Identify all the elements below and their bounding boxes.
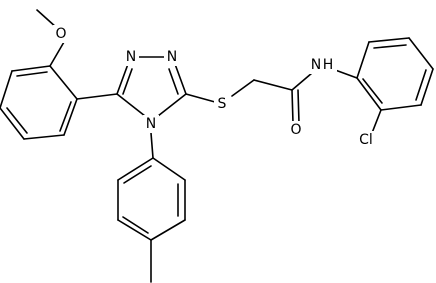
- bond-mp-inner-2: [6, 107, 28, 134]
- atom-label-n2: N: [167, 49, 177, 65]
- bond-tz-c5-n1-double: [122, 68, 133, 95]
- bond-s-ch2: [231, 79, 255, 97]
- bond-c-o: [291, 89, 294, 124]
- atom-chlorine: Cl: [355, 131, 377, 149]
- bond-tz-n2-c3: [174, 63, 187, 95]
- atom-label-cl: Cl: [359, 132, 373, 148]
- bond-c-n: [291, 72, 313, 91]
- bond-tol-3: [150, 219, 186, 241]
- atom-label-o-carbonyl: O: [290, 122, 301, 138]
- bond-cp-1: [356, 41, 370, 79]
- atom-label-n-amide: N: [311, 57, 321, 73]
- bond-cp-5: [380, 104, 422, 111]
- bond-mp-inner-3: [16, 71, 48, 77]
- bond-cp-4: [420, 68, 434, 106]
- atom-label-o-methoxy: O: [55, 26, 66, 42]
- bond-cp-2: [368, 37, 410, 43]
- bond-c-o-double: [297, 89, 300, 124]
- bond-tz-c5-n1: [116, 63, 129, 95]
- atom-triazole-n1: N: [123, 48, 139, 66]
- atom-carbonyl-oxygen: O: [288, 121, 304, 139]
- bond-mp-3: [23, 134, 65, 140]
- bond-tol-6: [117, 157, 154, 181]
- atom-label-n1: N: [126, 49, 136, 65]
- bond-tz-c3-n4: [157, 93, 187, 117]
- atom-triazole-n2: N: [164, 48, 180, 66]
- bond-tol-4: [117, 219, 152, 241]
- bond-cp-6: [356, 77, 382, 111]
- bond-n4-tolyl: [150, 132, 154, 159]
- atom-label-s: S: [218, 96, 227, 112]
- atom-triazole-n4: N: [143, 115, 159, 133]
- bond-mp-5: [0, 70, 13, 109]
- bond-tol-inner-3: [123, 165, 152, 184]
- bond-cp-inner-2: [415, 69, 427, 101]
- bond-cp-cl: [371, 109, 382, 134]
- bond-o-aryl: [49, 41, 65, 67]
- bond-mp-4: [0, 107, 25, 140]
- bond-mp-2: [63, 98, 78, 136]
- bond-tol-inner-2: [122, 216, 149, 234]
- bond-c3-s: [185, 93, 216, 103]
- bond-tol-1: [152, 157, 186, 181]
- atom-label-n4: N: [146, 116, 156, 132]
- bond-cp-inner-3: [362, 78, 383, 104]
- atom-labels: O N N N S N H O Cl: [53, 25, 377, 149]
- atom-amide-nh: N H: [309, 56, 337, 74]
- bond-aryl-triazole: [76, 93, 118, 100]
- bond-tz-n2-c3-double: [168, 68, 179, 95]
- atom-methoxy-oxygen: O: [53, 25, 69, 43]
- bonds: [0, 9, 434, 283]
- bond-tz-n4-c5: [116, 93, 146, 117]
- bond-cp-3: [408, 37, 434, 70]
- bond-mp-1: [49, 65, 78, 100]
- bond-cp-inner-1: [373, 44, 407, 49]
- atom-label-h-amide: H: [323, 57, 334, 73]
- bond-ch2-co: [253, 79, 293, 91]
- bond-mp-inner-1: [59, 101, 72, 132]
- atom-sulfur: S: [214, 95, 230, 113]
- bond-mp-6: [11, 65, 51, 72]
